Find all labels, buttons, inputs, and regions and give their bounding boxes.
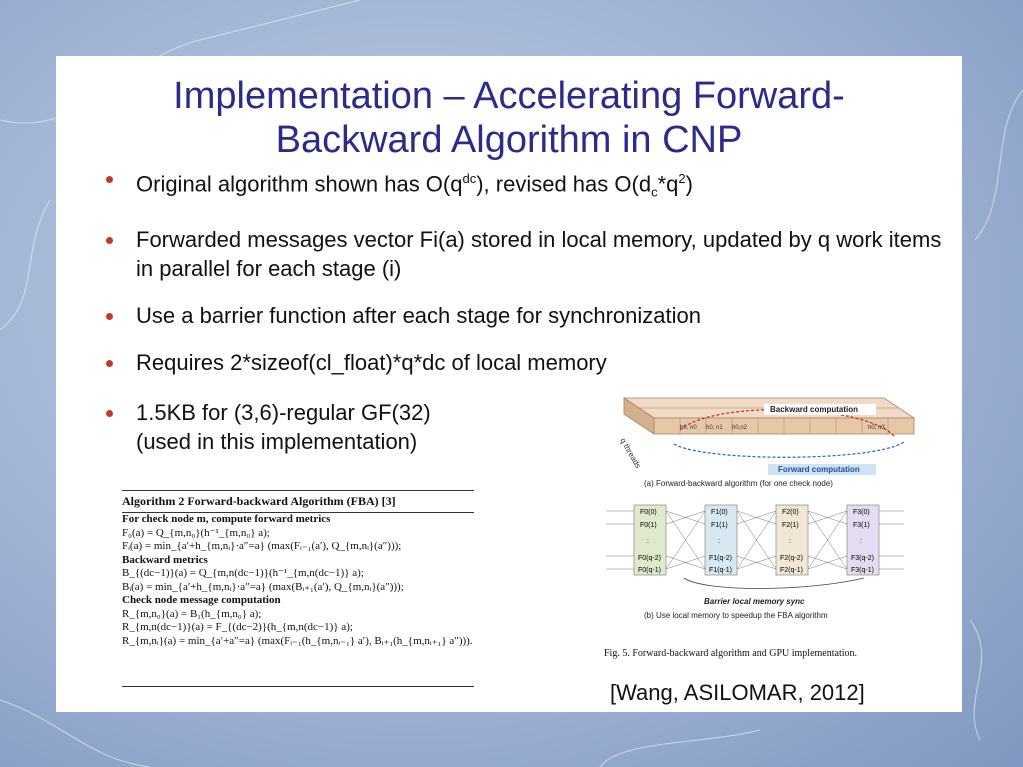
stage-cell: F3(q-2) [851,555,874,562]
backward-label-bg [764,404,876,415]
algorithm-line: R_{m,n(dc−1)}(a) = F_{(dc−2)}(h_{m,n(dc−… [122,621,353,633]
bullet-item: Use a barrier function after each stage … [106,301,946,330]
stages: F0(0) F0(1) : F0(q-2) F0(q-1) F1(0) F1(1… [606,504,904,576]
algorithm-line: R_{m,n₀}(a) = B₁(h_{m,n₀} a); [122,607,262,620]
stage-cell: F1(0) [711,509,728,516]
h-label: h0,n2 [732,425,748,431]
stage-cell: F3(q-1) [851,567,874,574]
algorithm-line: Bᵢ(a) = min_{a′+h_{m,nᵢ}·a″=a} (max(Bᵢ₊₁… [122,580,404,593]
figure-caption: Fig. 5. Forward-backward algorithm and G… [604,648,858,659]
citation: [Wang, ASILOMAR, 2012] [610,680,865,705]
algorithm-bottom-rule [122,686,474,687]
stage-cell: : [718,538,720,545]
stage-col: F1(0) F1(1) : F1(q-2) F1(q-1) [704,504,738,576]
stage-cell: F0(q-1) [638,567,661,574]
forward-label: Forward computation [778,465,860,474]
h-label: h0, n3 [868,425,885,431]
stage-cell: F0(q-2) [638,555,661,562]
stage-cell: F3(0) [853,509,870,516]
fba-figure: Backward computation Forward computation… [606,397,916,620]
algorithm-line: F₀(a) = Q_{m,n₀}(h⁻¹_{m,n₀} a); [122,526,270,539]
bullet-list-sub: 1.5KB for (3,6)-regular GF(32) (used in … [106,398,526,456]
stage-cell: F1(q-1) [709,567,732,574]
stage-cell: : [860,538,862,545]
threads-label: q threads [618,437,642,470]
bullet-dot-icon [106,410,113,417]
algorithm-header-rule [122,512,474,513]
stage-cell: : [789,538,791,545]
title-line-2: Backward Algorithm in CNP [275,119,743,161]
algorithm-box: Algorithm 2 Forward-backward Algorithm (… [122,490,474,690]
bullet-list: Original algorithm shown has O(qdc), rev… [106,164,946,395]
stage-cell: F2(0) [782,509,799,516]
stage-connections [606,510,904,570]
barrier-arrow [683,577,865,589]
slide-panel: Implementation – Accelerating Forward- B… [56,56,962,712]
algorithm-line: For check node m, compute forward metric… [122,513,331,525]
bullet-dot-icon [106,176,113,183]
bullet-dot-icon [106,312,113,320]
stage-cell: F2(q-1) [780,567,803,574]
barrier-label: Barrier local memory sync [704,597,805,606]
stage-col: F0(0) F0(1) : F0(q-2) F0(q-1) [633,504,667,576]
algorithm-header: Algorithm 2 Forward-backward Algorithm (… [122,494,396,508]
slide-title: Implementation – Accelerating Forward- B… [56,74,962,162]
stage-col: F3(0) F3(1) : F3(q-2) F3(q-1) [846,504,880,576]
bullet-item: 1.5KB for (3,6)-regular GF(32) (used in … [106,398,526,456]
stage-col: F2(0) F2(1) : F2(q-2) F2(q-1) [775,504,809,576]
stage-cell: F1(q-2) [709,555,732,562]
title-line-1: Implementation – Accelerating Forward- [173,75,845,117]
algorithm-line: R_{m,nᵢ}(a) = min_{a′+a″=a} (max(Fᵢ₋₁(h_… [122,634,473,647]
algorithm-line: B_{(dc−1)}(a) = Q_{m,n(dc−1)}(h⁻¹_{m,n(d… [122,567,364,579]
forward-label-bg [768,464,876,475]
memory-grid [622,397,916,458]
bullet-dot-icon [106,236,113,244]
bullet-item: Forwarded messages vector Fi(a) stored i… [106,225,946,283]
stage-cell: F3(1) [853,522,870,529]
stage-cell: F0(1) [640,522,657,529]
caption-a: (a) Forward-backward algorithm (for one … [644,479,833,488]
h-label: h0, n1 [706,425,723,431]
bullet-dot-icon [106,359,113,367]
algorithm-line: Check node message computation [122,594,281,606]
stage-cell: F1(1) [711,522,728,529]
caption-b: (b) Use local memory to speedup the FBA … [644,611,828,620]
algorithm-line: Fᵢ(a) = min_{a′+h_{m,nᵢ}·a″=a} (max(Fᵢ₋₁… [122,540,402,552]
algorithm-line: Backward metrics [122,553,208,566]
stage-cell: F2(1) [782,522,799,529]
algorithm-top-rule [122,490,474,491]
bullet-item: Original algorithm shown has O(qdc), rev… [106,164,946,207]
stage-cell: : [647,538,649,545]
backward-label: Backward computation [770,405,858,414]
h-label: h0, n0 [680,425,697,431]
bullet-item: Requires 2*sizeof(cl_float)*q*dc of loca… [106,348,946,377]
stage-cell: F2(q-2) [780,555,803,562]
stage-cell: F0(0) [640,509,657,516]
